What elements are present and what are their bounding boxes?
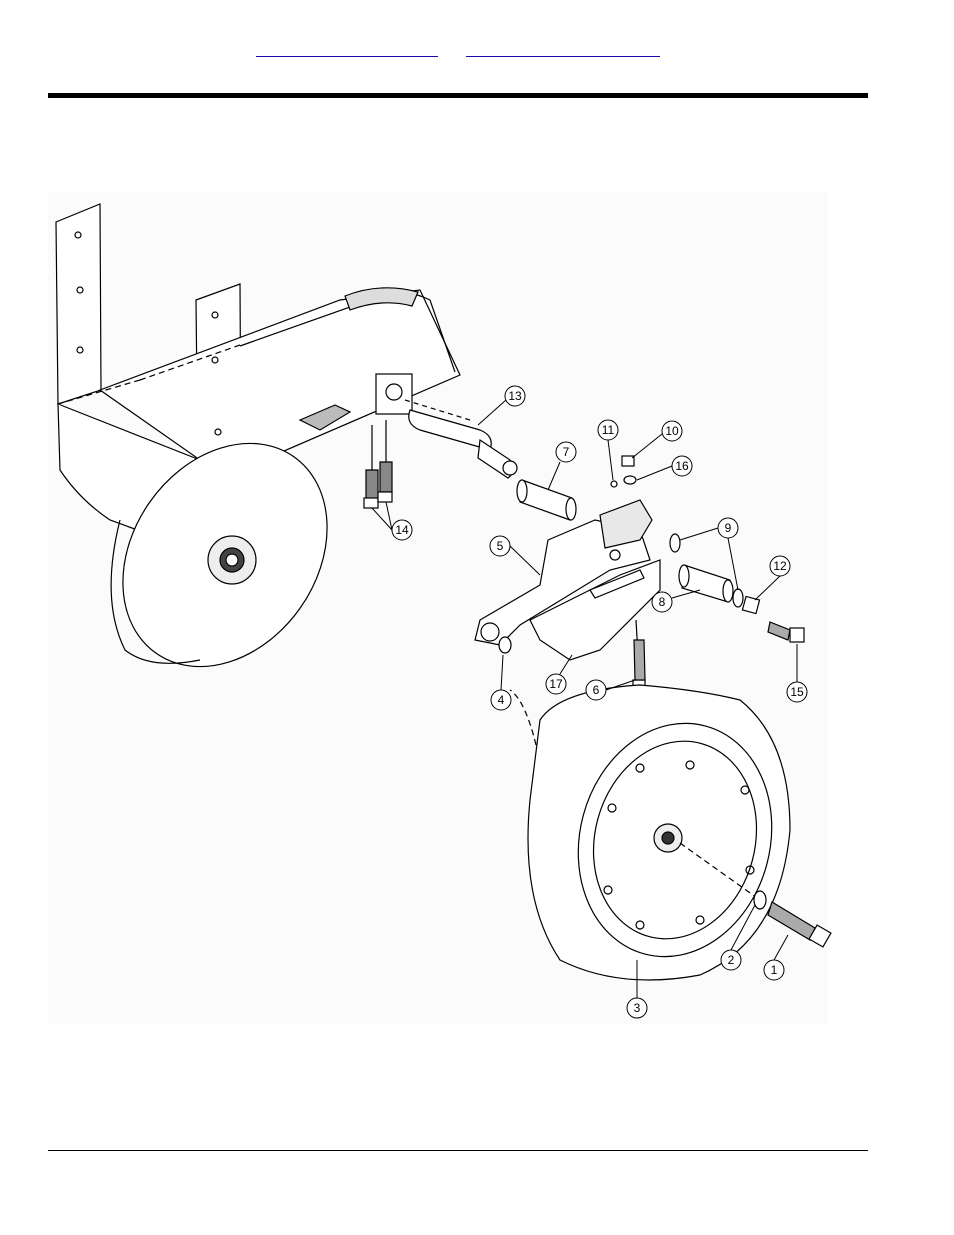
svg-text:1: 1: [771, 963, 778, 977]
footer-rule: [48, 1150, 868, 1151]
depth-bolts: [364, 420, 392, 508]
svg-text:15: 15: [790, 685, 804, 699]
grease-fitting-11: [611, 481, 617, 487]
svg-text:4: 4: [498, 693, 505, 707]
callout-13: 13: [478, 386, 525, 425]
nut-12: [742, 596, 759, 613]
washer-4: [499, 637, 511, 653]
svg-text:2: 2: [728, 953, 735, 967]
snap-ring-9b: [733, 589, 743, 607]
svg-text:10: 10: [665, 424, 679, 438]
callout-17: 17: [546, 655, 572, 694]
bolt-15: [768, 622, 804, 642]
svg-text:5: 5: [497, 539, 504, 553]
callout-10: 10: [632, 421, 682, 458]
callout-11: 11: [598, 420, 618, 480]
svg-text:3: 3: [634, 1001, 641, 1015]
svg-text:7: 7: [563, 445, 570, 459]
washer-16: [624, 476, 636, 484]
bushing-8: [679, 565, 733, 602]
svg-text:14: 14: [395, 523, 409, 537]
callout-8: 8: [652, 590, 700, 612]
callout-4: 4: [491, 655, 511, 710]
callout-7: 7: [548, 442, 576, 490]
svg-text:12: 12: [773, 559, 787, 573]
svg-text:16: 16: [675, 459, 689, 473]
callout-15: 15: [787, 644, 807, 702]
svg-text:13: 13: [508, 389, 522, 403]
callout-1: 1: [764, 935, 788, 980]
callout-16: 16: [637, 456, 692, 480]
svg-text:17: 17: [549, 677, 563, 691]
svg-text:9: 9: [725, 521, 732, 535]
callout-5: 5: [490, 536, 540, 575]
svg-text:11: 11: [602, 423, 615, 437]
gauge-wheel: [510, 685, 797, 980]
bolt-1: [768, 902, 831, 947]
washer-2: [754, 891, 766, 909]
callout-12: 12: [755, 556, 790, 600]
svg-text:8: 8: [659, 595, 666, 609]
pivot-shaft: [405, 400, 517, 478]
bolt-6: [633, 620, 645, 690]
svg-text:6: 6: [593, 683, 600, 697]
snap-ring-9a: [670, 534, 680, 552]
bushing-7: [517, 480, 576, 520]
